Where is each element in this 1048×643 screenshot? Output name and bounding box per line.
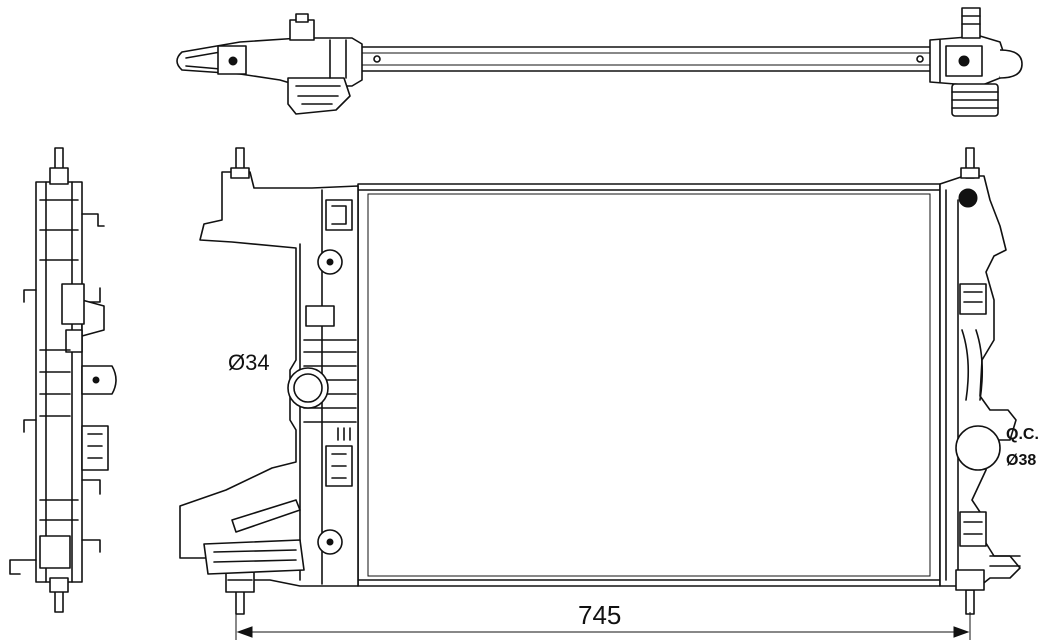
width-dimension — [235, 612, 971, 640]
inlet-diameter-label: Ø34 — [228, 350, 270, 375]
radiator-core — [357, 183, 941, 587]
outlet-diameter-label: Ø38 — [1006, 452, 1037, 469]
side-view — [9, 147, 117, 613]
front-view — [179, 147, 1021, 615]
outlet-port — [955, 425, 1001, 471]
overall-width-label: 745 — [578, 600, 622, 630]
top-view — [176, 7, 1023, 117]
outlet-qc-label: Q.C. — [1006, 426, 1039, 443]
